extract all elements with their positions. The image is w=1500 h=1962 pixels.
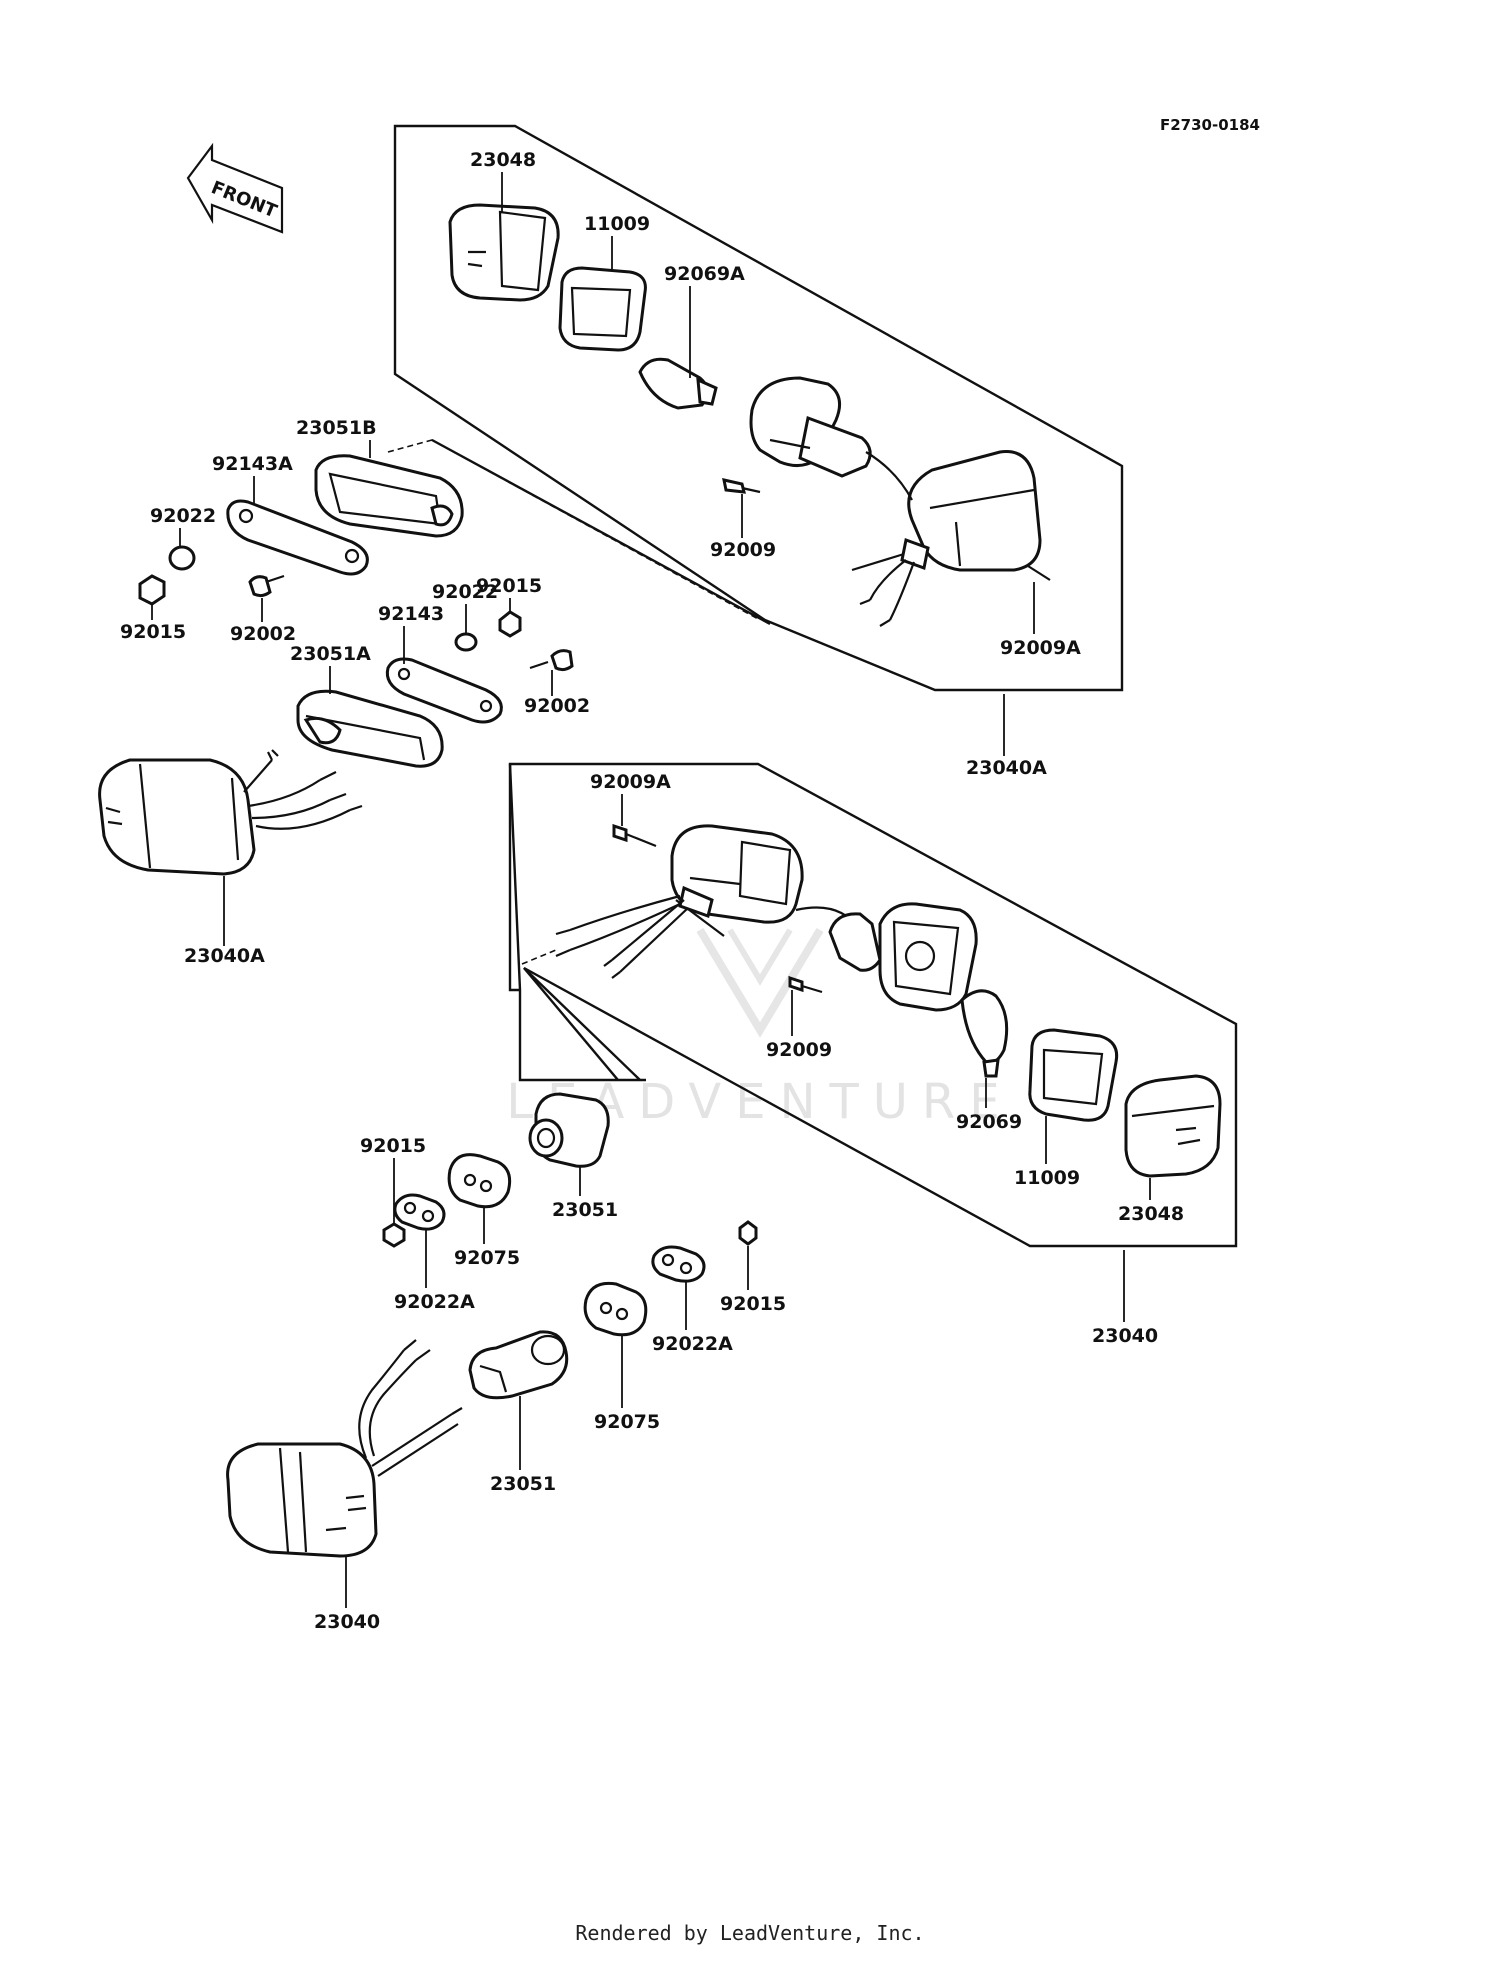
label-92009a-top: 92009A	[1000, 637, 1081, 659]
label-92143a: 92143A	[212, 453, 293, 475]
label-23040-bottom: 23040	[314, 1611, 380, 1633]
turn-signal-23040-bottom	[226, 1339, 463, 1558]
label-92002-left: 92002	[230, 623, 296, 645]
label-23051-mid: 23051	[552, 1199, 618, 1221]
grommet-92075-low	[583, 1281, 648, 1337]
label-92075-mid: 92075	[454, 1247, 520, 1269]
nut-92015-right	[738, 1220, 758, 1246]
assembly-frame-23040-left	[508, 764, 520, 992]
label-23051-low: 23051	[490, 1473, 556, 1495]
turn-signal-23040a-left	[98, 749, 363, 876]
grommet-23051-mid	[528, 1092, 610, 1168]
assembly-frame-23040a	[393, 124, 1124, 692]
grommet-23051-low	[468, 1330, 569, 1400]
label-92015-low: 92015	[360, 1135, 426, 1157]
label-92009a-mid: 92009A	[590, 771, 671, 793]
screw-92009-mid	[788, 975, 823, 994]
assembly-frame-23040-diag	[523, 967, 641, 1081]
label-23040a-right: 23040A	[966, 757, 1047, 779]
nut-92015-mid	[498, 610, 522, 638]
bracket-23051b	[314, 454, 464, 538]
label-23051a: 23051A	[290, 643, 371, 665]
label-23051b: 23051B	[296, 417, 377, 439]
plate-92022a-left	[393, 1193, 446, 1231]
label-92009-top: 92009	[710, 539, 776, 561]
label-11009-mid: 11009	[1014, 1167, 1080, 1189]
screw-92009-top	[722, 478, 761, 494]
part-labels: 23048 11009 92069A 23051B 92143A 92022 9…	[120, 149, 1184, 1633]
footer-credit: Rendered by LeadVenture, Inc.	[575, 1921, 924, 1945]
bolt-92002-mid	[529, 649, 574, 672]
label-92075-low: 92075	[594, 1411, 660, 1433]
washer-92022-left	[168, 545, 196, 571]
bracket-23051a	[296, 689, 444, 768]
plate-92022a-right	[651, 1245, 706, 1283]
socket-housing-top	[749, 376, 872, 478]
diagram-code: F2730-0184	[1160, 116, 1260, 134]
label-23048-top: 23048	[470, 149, 536, 171]
label-92069: 92069	[956, 1111, 1022, 1133]
leader-lines	[151, 172, 1151, 1608]
bulb-92069a	[638, 357, 718, 410]
lens-cap-23048-mid	[1124, 1074, 1222, 1178]
label-92022-mid: 92022	[432, 581, 498, 603]
turn-signal-body-mid	[555, 824, 861, 979]
washer-92022-mid	[454, 632, 478, 652]
label-92002-mid: 92002	[524, 695, 590, 717]
lens-cap-23048-top	[448, 203, 560, 302]
assembly-frame-23040-dash	[521, 949, 557, 965]
label-92143: 92143	[378, 603, 444, 625]
grommet-92075-mid	[447, 1153, 512, 1209]
label-92022-left: 92022	[150, 505, 216, 527]
label-92069a: 92069A	[664, 263, 745, 285]
plate-92143a	[226, 499, 369, 576]
assembly-frame-23040a-edge	[431, 438, 771, 626]
label-23048-mid: 23048	[1118, 1203, 1184, 1225]
label-92015-mid: 92015	[476, 575, 542, 597]
label-92022a-left: 92022A	[394, 1291, 475, 1313]
label-92009-mid: 92009	[766, 1039, 832, 1061]
bulb-92069	[960, 989, 1009, 1078]
socket-housing-mid	[828, 902, 978, 1012]
gasket-11009-top	[558, 266, 647, 352]
turn-signal-body-top	[851, 450, 1051, 627]
nut-92015-low	[382, 1222, 406, 1248]
front-arrow-icon: FRONT	[186, 142, 284, 234]
screw-92009a-mid	[612, 823, 657, 848]
label-11009-top: 11009	[584, 213, 650, 235]
gasket-11009-mid	[1028, 1028, 1119, 1122]
label-92015-right: 92015	[720, 1293, 786, 1315]
bolt-92002-left	[248, 574, 285, 598]
label-92022a-right: 92022A	[652, 1333, 733, 1355]
label-92015-left: 92015	[120, 621, 186, 643]
label-23040-right: 23040	[1092, 1325, 1158, 1347]
nut-92015-left	[138, 574, 166, 606]
label-23040a-left: 23040A	[184, 945, 265, 967]
